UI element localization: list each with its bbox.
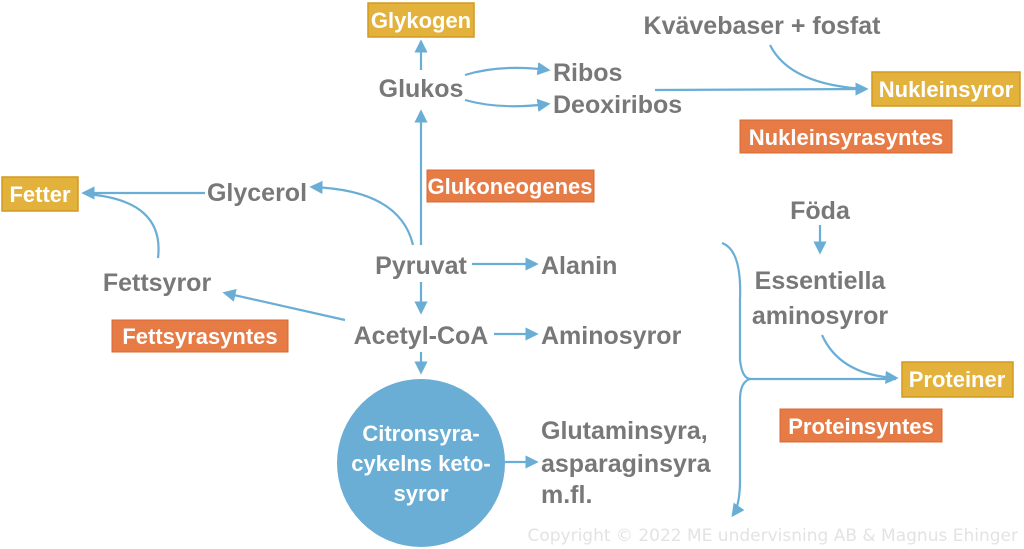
glukoneogenes-box [426,169,595,203]
glutamin-label-line3: m.fl. [541,481,592,509]
glycerol-label: Glycerol [207,179,307,207]
glutamin-label-line1: Glutaminsyra, [541,417,708,445]
deoxiribos-label: Deoxiribos [553,91,682,119]
glukos-label: Glukos [379,75,464,103]
nukleinsyror-label: Nukleinsyror [879,77,1014,102]
fettsyrasyntes-box [111,319,289,353]
arrow-essentiella-proteiner [820,334,899,385]
nukleinsyrasyntes-box [739,119,953,154]
citron-label-line2: cykelns keto- [351,451,490,476]
glykogen-label: Glykogen [371,8,471,33]
arrow-pyruvat-glycerol [309,180,415,246]
glutamin-label-line2: asparaginsyra [541,450,712,478]
citronsyracykel-circle [337,379,505,547]
glukoneogenes-label: Glukoneogenes [427,174,592,199]
arrows [81,39,899,515]
citron-label-line3: syror [393,481,448,506]
essentiella-label-line2: aminosyror [752,302,888,330]
proteiner-label: Proteiner [909,367,1006,392]
citron-label-line1: Citronsyra- [362,421,479,446]
glykogen-box [367,2,475,38]
arrow-kvavebaser-nukleinsyror [769,44,867,91]
kvavebaser-label: Kvävebaser + fosfat [644,12,882,40]
pyruvat-label: Pyruvat [375,252,467,280]
arrow-glukos-deoxiribos [464,98,551,112]
nukleinsyrasyntes-label: Nukleinsyrasyntes [749,125,943,150]
aminosyror-label: Aminosyror [541,322,682,350]
essentiella-label-line1: Essentiella [755,267,887,295]
fettsyror-label: Fettsyror [103,269,212,297]
proteiner-box [901,361,1014,398]
alanin-label: Alanin [541,252,617,280]
arrow-deoxiribos-nukleinsyror [654,82,869,96]
proteinsyntes-box [779,408,943,443]
proteinsyntes-label: Proteinsyntes [788,414,934,439]
nukleinsyror-box [871,71,1021,107]
copyright-text: Copyright © 2022 ME undervisning AB & Ma… [527,526,1018,546]
ribos-label: Ribos [553,59,622,87]
fetter-box [1,176,79,212]
arrow-acetylcoa-fettsyror [222,288,346,322]
fettsyrasyntes-label: Fettsyrasyntes [122,324,277,349]
acetylcoa-label: Acetyl-CoA [354,322,489,350]
foda-label: Föda [790,197,851,225]
arrow-fettsyror-fetter [85,192,160,259]
arrow-glukos-ribos [464,62,551,77]
fetter-label: Fetter [9,182,71,207]
brace-amino-acids [722,241,896,515]
